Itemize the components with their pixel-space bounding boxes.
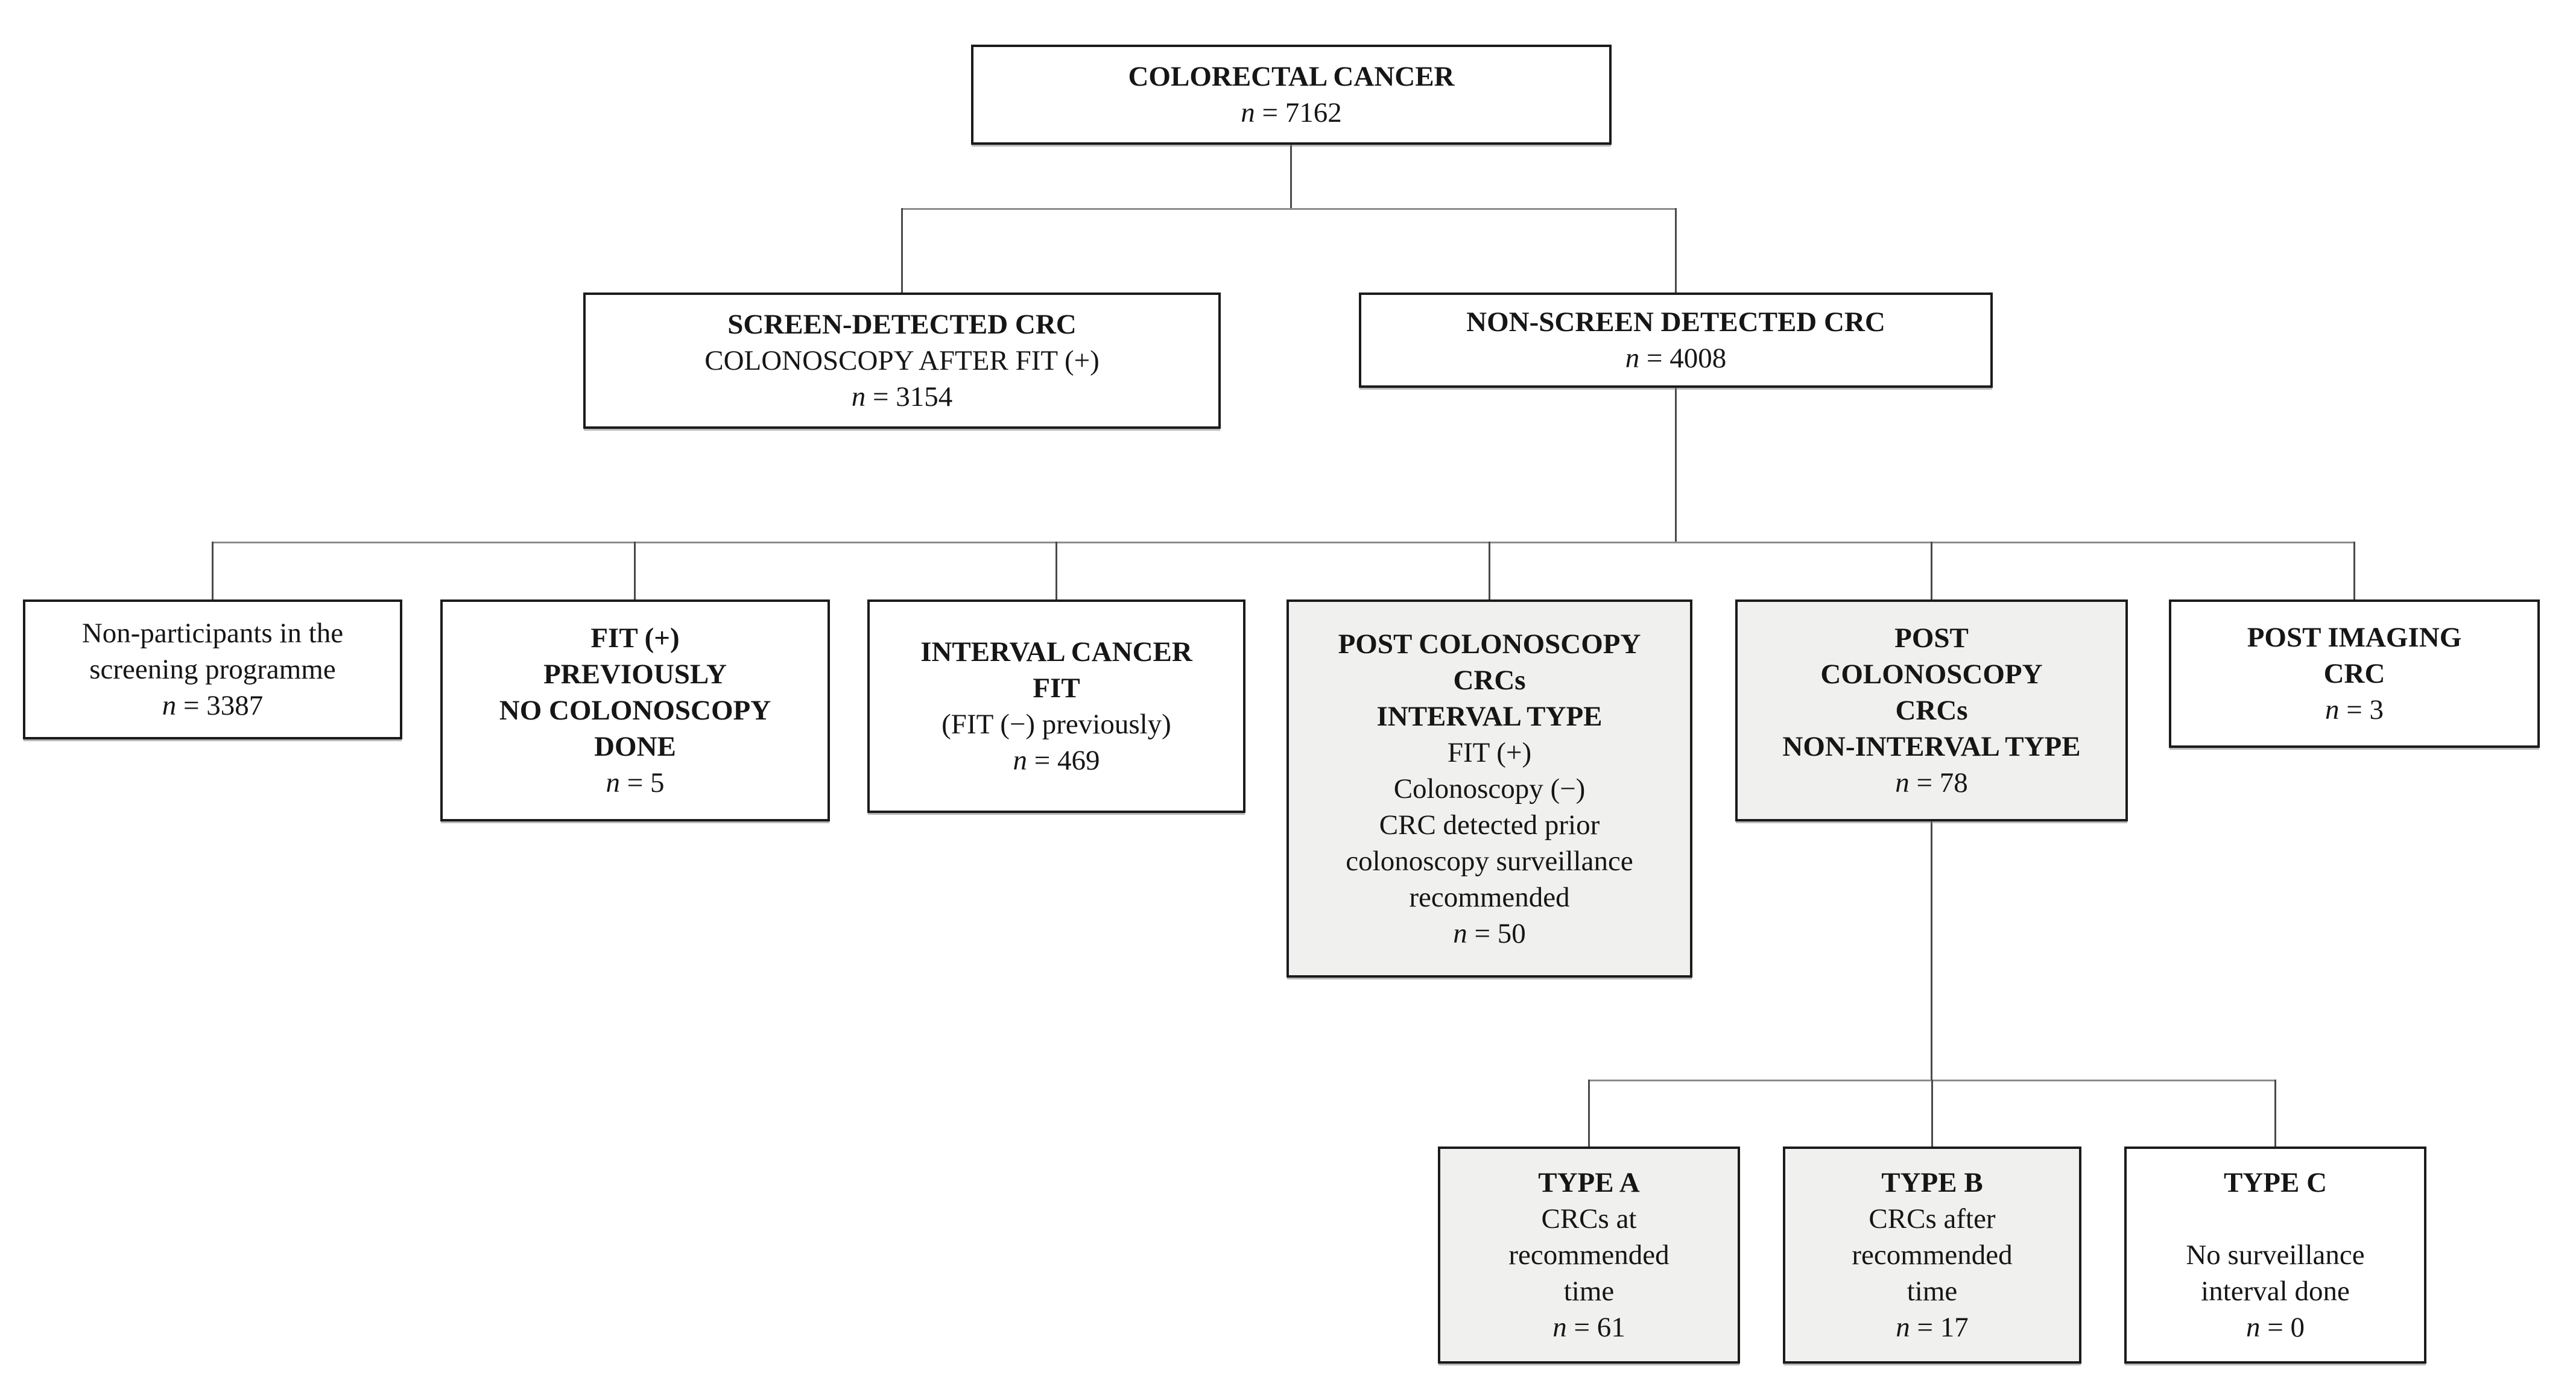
connector-to-screen-detected: [901, 208, 903, 293]
box-n-value: n = 61: [1552, 1312, 1625, 1343]
box-n-value: n = 3154: [851, 381, 953, 413]
connector-to-type-a: [1588, 1080, 1590, 1148]
connector-level1-branch: [901, 208, 1677, 210]
box-title-line: NON-INTERVAL TYPE: [1782, 731, 2081, 762]
box-colorectal-cancer: COLORECTAL CANCER n = 7162: [971, 45, 1612, 145]
connector-to-type-b: [1931, 1080, 1933, 1148]
box-n-value: n = 3: [2324, 694, 2384, 726]
box-body-line: recommended: [1508, 1239, 1669, 1271]
box-body-line: recommended: [1409, 881, 1570, 913]
box-interval-cancer-fit: INTERVAL CANCER FIT (FIT (−) previously) n …: [867, 599, 1245, 813]
box-title-line: PREVIOUSLY: [543, 659, 727, 690]
box-title-line: INTERVAL TYPE: [1376, 700, 1603, 732]
box-body-line: CRCs after: [1869, 1203, 1996, 1235]
box-n-value: n = 7162: [1241, 97, 1342, 128]
connector-to-interval-cancer: [1055, 542, 1057, 601]
box-post-imaging-crc: POST IMAGING CRC n = 3: [2169, 599, 2540, 748]
box-n-value: n = 17: [1896, 1312, 1969, 1343]
box-body-line: CRC detected prior: [1379, 809, 1600, 841]
box-screen-detected-crc: SCREEN-DETECTED CRC COLONOSCOPY AFTER FIT…: [583, 293, 1221, 429]
box-n-value: n = 50: [1453, 917, 1526, 949]
box-type-b: TYPE B CRCs after recommended time n = 17: [1783, 1147, 2081, 1364]
box-title-line: FIT (+): [590, 622, 680, 654]
box-title-line: DONE: [594, 731, 676, 762]
box-fit-positive-no-colonoscopy: FIT (+) PREVIOUSLY NO COLONOSCOPY DONE n = 5: [440, 599, 830, 821]
box-title-line: POST COLONOSCOPY: [1338, 628, 1641, 660]
box-title-line: COLORECTAL CANCER: [1128, 61, 1455, 92]
connector-to-non-participants: [212, 542, 214, 601]
box-title-line: TYPE A: [1538, 1167, 1640, 1198]
box-title-line: TYPE B: [1881, 1167, 1983, 1198]
box-body-line: No surveillance: [2186, 1239, 2365, 1271]
box-body-line: [2272, 1201, 2279, 1237]
connector-to-pcc-interval: [1489, 542, 1490, 601]
connector-to-pcc-non-interval: [1931, 542, 1932, 601]
box-non-participants: Non-participants in the screening program…: [23, 599, 402, 739]
box-title-line: POST IMAGING: [2247, 622, 2462, 653]
box-body-line: screening programme: [89, 654, 336, 685]
box-title-line: NON-SCREEN DETECTED CRC: [1466, 306, 1885, 338]
box-body-line: (FIT (−) previously): [941, 709, 1171, 740]
box-body-line: time: [1563, 1276, 1615, 1307]
box-n-value: n = 0: [2245, 1312, 2305, 1343]
box-type-a: TYPE A CRCs at recommended time n = 61: [1438, 1147, 1740, 1364]
box-title-line: SCREEN-DETECTED CRC: [727, 309, 1077, 340]
box-n-value: n = 5: [606, 767, 665, 799]
box-title-line: CRCs: [1895, 695, 1968, 726]
box-title-line: FIT: [1033, 672, 1080, 704]
connector-to-non-screen-detected: [1675, 208, 1677, 293]
box-title-line: NO COLONOSCOPY: [499, 695, 771, 726]
connector-to-post-imaging: [2353, 542, 2355, 601]
box-type-c: TYPE C No surveillance interval done n = 0: [2124, 1147, 2426, 1364]
box-n-value: n = 78: [1895, 767, 1968, 799]
box-non-screen-detected-crc: NON-SCREEN DETECTED CRC n = 4008: [1359, 293, 1993, 388]
box-n-value: n = 3387: [162, 690, 264, 721]
connector-to-type-c: [2274, 1080, 2276, 1148]
box-body-line: recommended: [1852, 1239, 2013, 1271]
box-title-line: POST: [1894, 622, 1969, 654]
connector-non-screen-drop: [1675, 388, 1677, 543]
connector-non-interval-drop: [1931, 821, 1932, 1081]
box-body-line: interval done: [2201, 1276, 2350, 1307]
box-n-value: n = 4008: [1625, 343, 1727, 374]
box-body-line: time: [1907, 1276, 1958, 1307]
box-body-line: COLONOSCOPY AFTER FIT (+): [704, 345, 1100, 376]
connector-to-fit-positive: [634, 542, 636, 601]
box-title-line: INTERVAL CANCER: [920, 636, 1192, 668]
box-title-line: CRC: [2323, 658, 2385, 689]
box-title-line: COLONOSCOPY: [1820, 659, 2043, 690]
box-body-line: Colonoscopy (−): [1393, 773, 1586, 805]
box-body-line: colonoscopy surveillance: [1346, 845, 1633, 877]
box-n-value: n = 469: [1013, 745, 1100, 776]
box-body-line: CRCs at: [1541, 1203, 1637, 1235]
box-title-line: TYPE C: [2223, 1167, 2328, 1198]
box-body-line: FIT (+): [1447, 736, 1532, 768]
box-title-line: CRCs: [1453, 664, 1526, 696]
connector-root-drop: [1290, 145, 1292, 210]
box-body-line: Non-participants in the: [81, 618, 344, 649]
connector-level2-branch: [212, 542, 2355, 543]
